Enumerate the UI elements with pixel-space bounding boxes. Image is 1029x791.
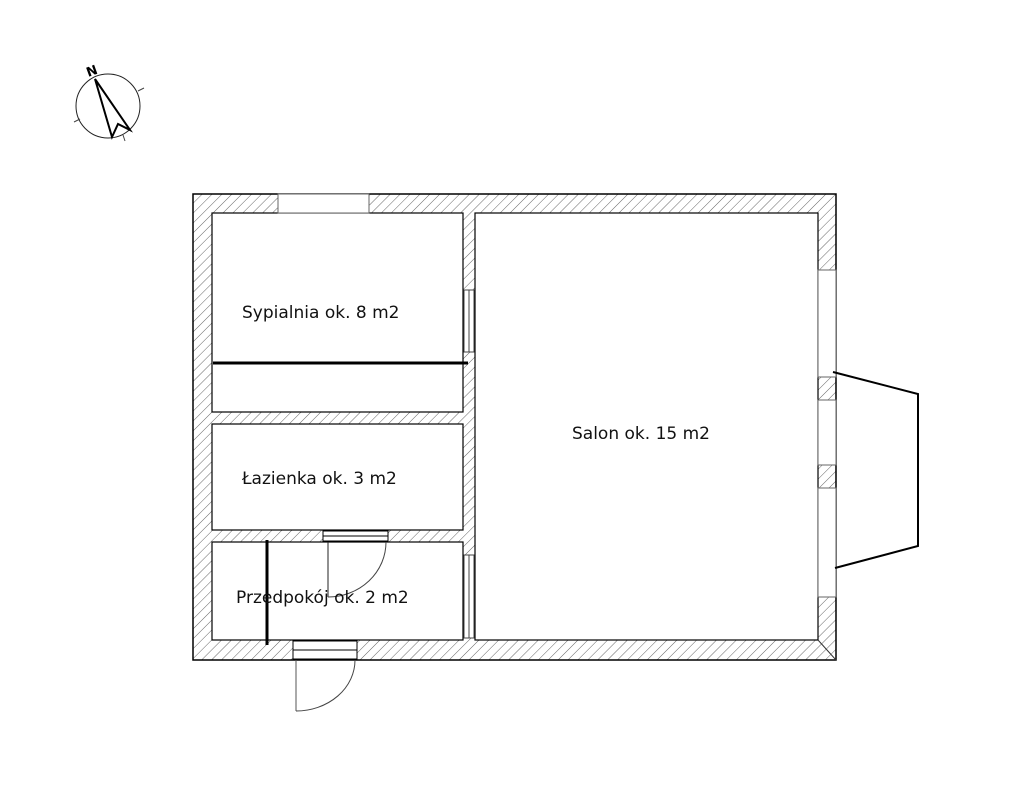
balcony: [832, 371, 919, 569]
room-label-hall: Przedpokój ok. 2 m2: [236, 588, 409, 608]
window-top: [277, 193, 370, 214]
room-label-bathroom: Łazienka ok. 3 m2: [241, 469, 397, 489]
window-right-3: [817, 487, 837, 598]
room-label-living-room: Salon ok. 15 m2: [572, 424, 710, 444]
door-bathroom: [322, 530, 389, 598]
window-right-2: [817, 399, 837, 466]
windows: [277, 193, 837, 639]
north-label: N: [85, 63, 100, 81]
walls: [192, 193, 837, 661]
window-right-1: [817, 269, 837, 378]
door-entrance: [292, 640, 358, 712]
room-label-bedroom: Sypialnia ok. 8 m2: [242, 303, 399, 323]
north-arrow-icon: N: [73, 63, 145, 142]
